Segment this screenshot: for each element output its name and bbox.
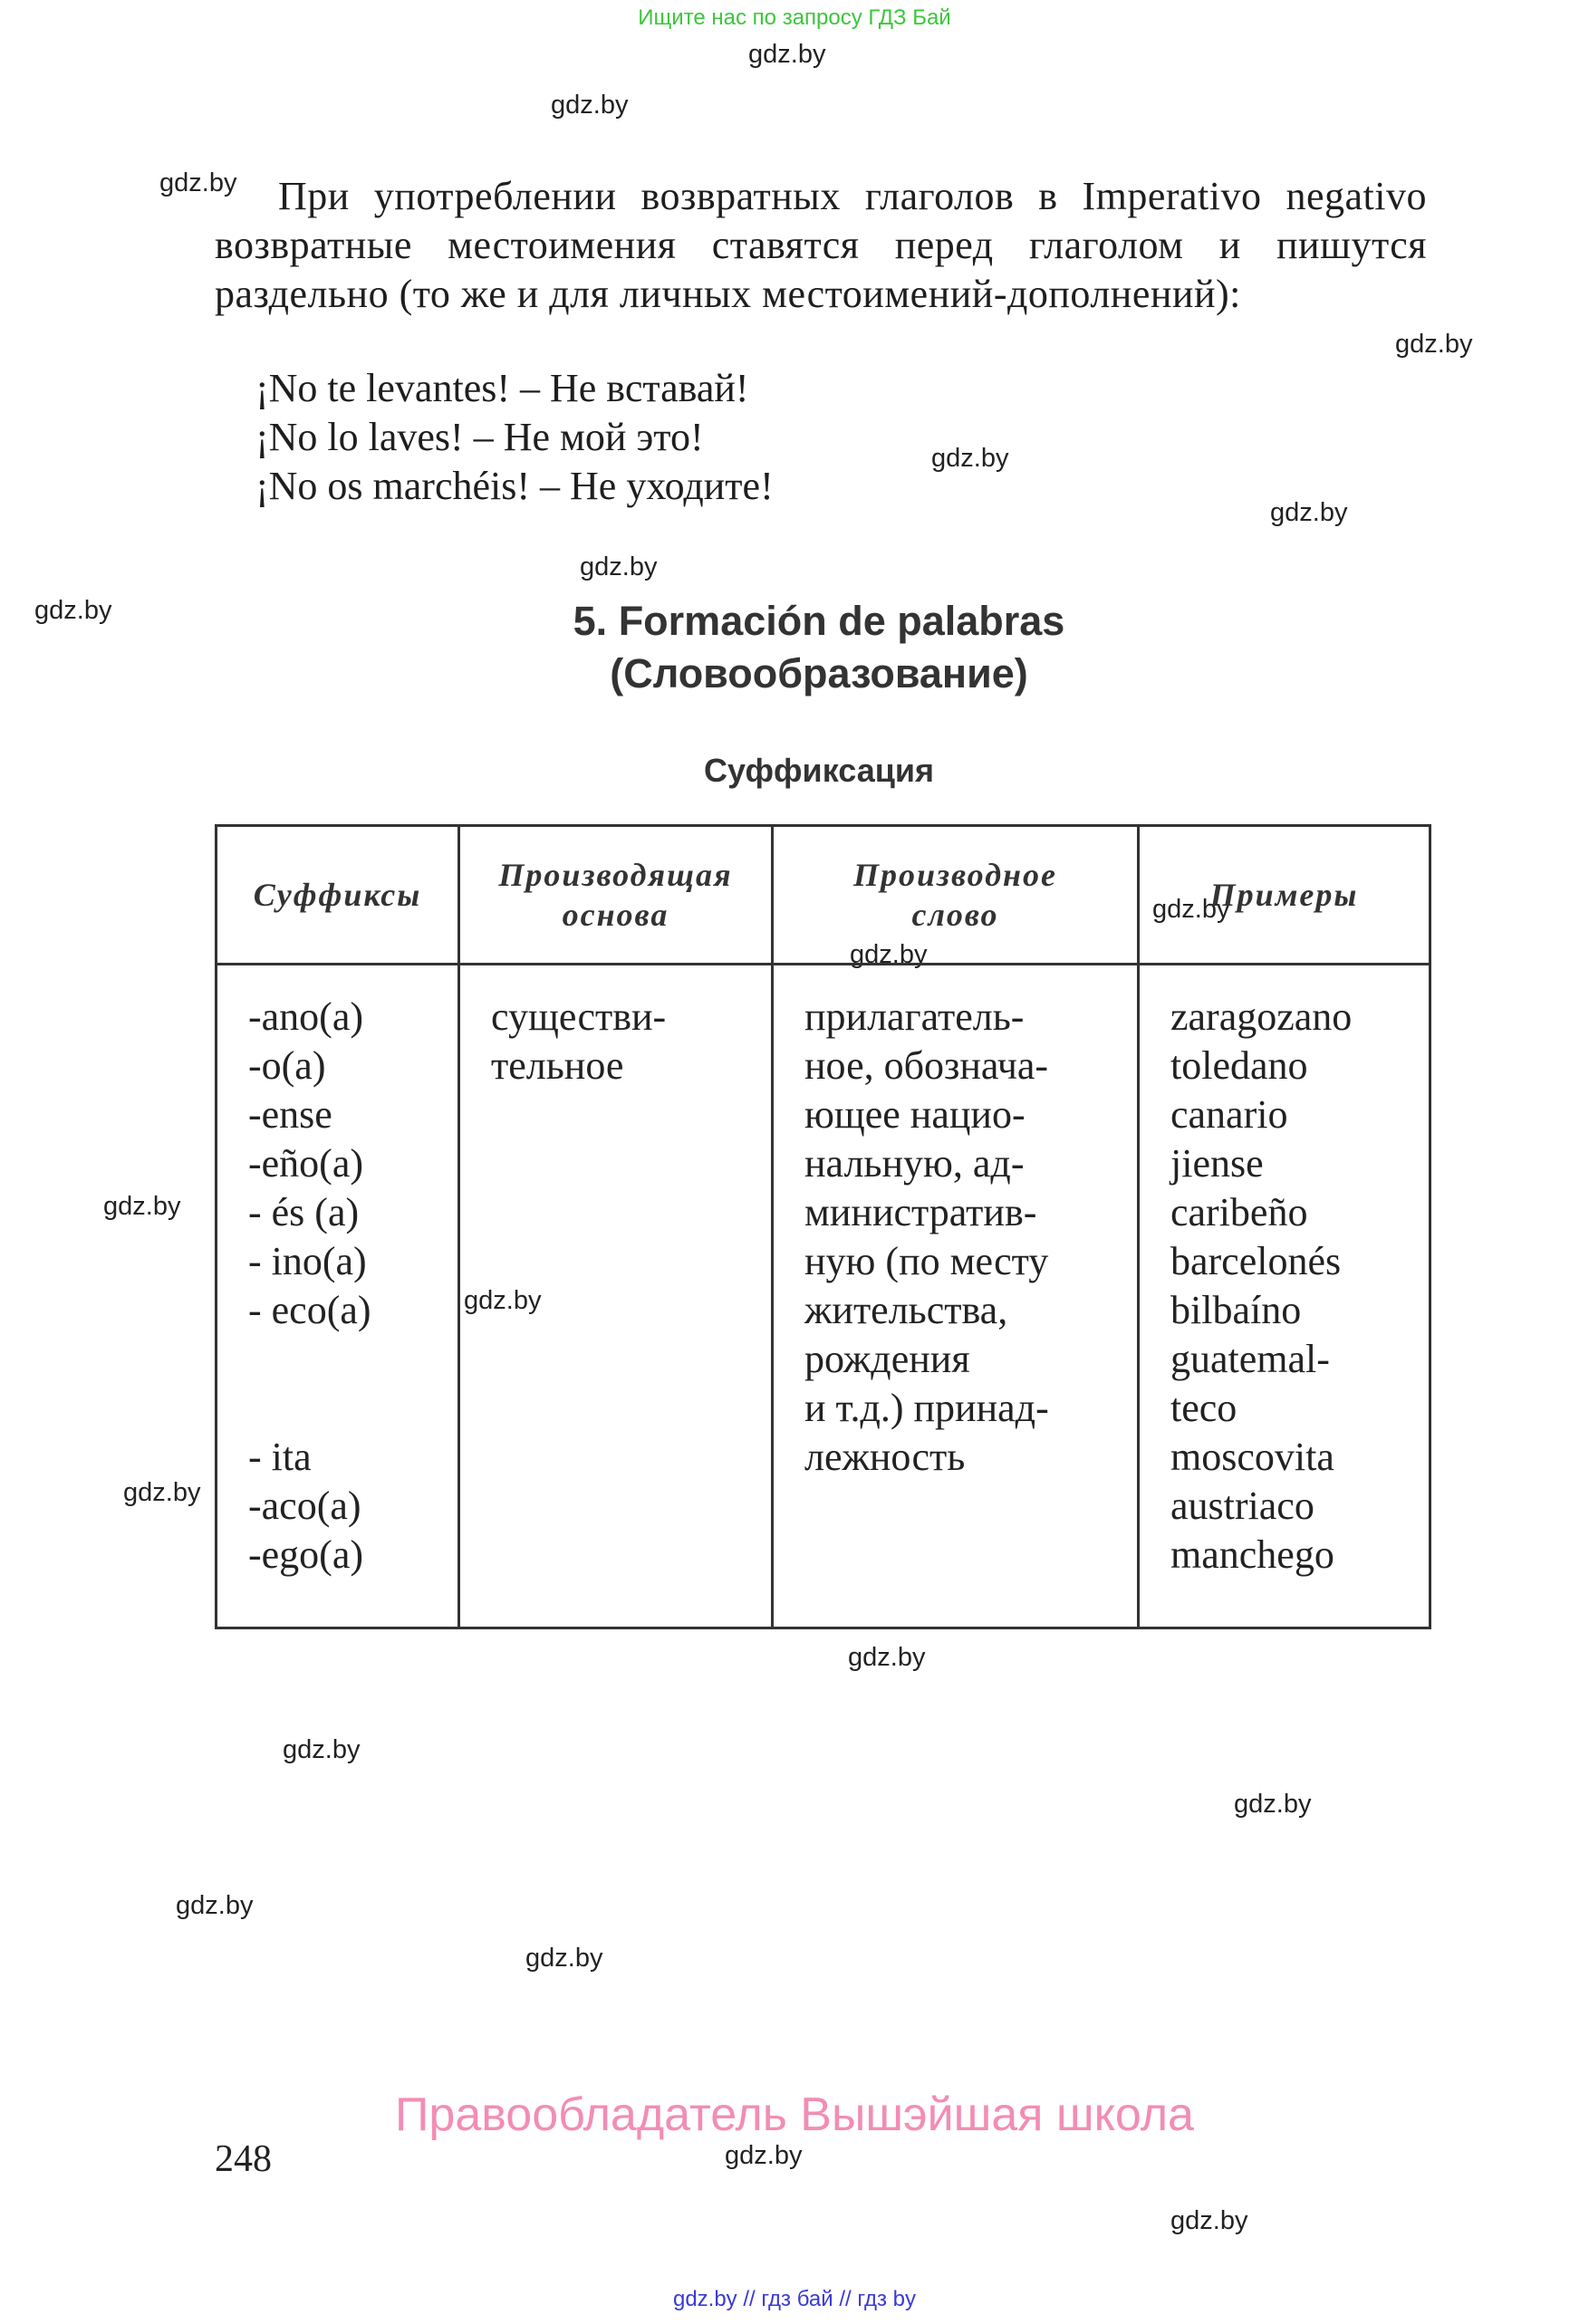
example-word: bilbaíno bbox=[1170, 1288, 1302, 1332]
watermark: gdz.by bbox=[551, 91, 629, 120]
header-line: Производящая bbox=[498, 857, 733, 893]
example-line: ¡No lo laves! – Не мой это! bbox=[255, 415, 704, 459]
example-word: jiense bbox=[1170, 1141, 1264, 1186]
suffix: - és (a) bbox=[248, 1190, 360, 1234]
example-word: caribeño bbox=[1170, 1190, 1308, 1234]
table-header-row: Суффиксы Производящая основа Производное… bbox=[215, 824, 1431, 965]
copyright-notice: Правообладатель Вышэйшая школа bbox=[395, 2089, 1194, 2141]
example-word: canario bbox=[1170, 1092, 1288, 1137]
base-text: существи- bbox=[491, 994, 667, 1039]
example-line: ¡No te levantes! – Не вставай! bbox=[255, 366, 749, 410]
suffix: -ego(a) bbox=[248, 1532, 364, 1577]
example-word: toledano bbox=[1170, 1043, 1308, 1088]
watermark: gdz.by bbox=[1395, 330, 1473, 359]
header-derived: Производное слово bbox=[771, 824, 1140, 965]
example-word: guatemal- bbox=[1170, 1337, 1330, 1381]
suffix: -ano(a) bbox=[248, 994, 364, 1039]
derived-text: ющее нацио- bbox=[804, 1092, 1026, 1137]
example-word: barcelonés bbox=[1170, 1239, 1342, 1283]
watermark: gdz.by bbox=[1270, 498, 1348, 527]
suffix: - ino(a) bbox=[248, 1239, 367, 1283]
derived-text: и т.д.) принад- bbox=[804, 1386, 1049, 1430]
watermark: gdz.by bbox=[1170, 2206, 1248, 2235]
example-word: manchego bbox=[1170, 1532, 1334, 1577]
base-cell: существи- тельное bbox=[457, 963, 774, 1629]
rule-paragraph: При употреблении возвратных глаголов в I… bbox=[215, 174, 1427, 316]
example-word: austriaco bbox=[1170, 1484, 1315, 1528]
top-banner[interactable]: Ищите нас по запросу ГДЗ Бай bbox=[638, 5, 951, 30]
suffix: -aco(a) bbox=[248, 1484, 361, 1528]
watermark: gdz.by bbox=[123, 1478, 201, 1507]
bottom-links[interactable]: gdz.by // гдз бай // гдз by bbox=[672, 2287, 917, 2311]
page-number: 248 bbox=[215, 2138, 272, 2180]
watermark: gdz.by bbox=[1234, 1790, 1312, 1819]
suffix: -o(a) bbox=[248, 1043, 326, 1088]
suffixes-cell: -ano(a) -o(a) -ense -eño(a) - és (a) - i… bbox=[215, 963, 460, 1629]
watermark: gdz.by bbox=[725, 2141, 803, 2170]
watermark: gdz.by bbox=[103, 1192, 181, 1221]
header-line: Производное bbox=[852, 857, 1058, 893]
table-row: -ano(a) -o(a) -ense -eño(a) - és (a) - i… bbox=[215, 963, 1431, 1629]
header-suffixes: Суффиксы bbox=[215, 824, 460, 965]
derived-text: ное, обознача- bbox=[804, 1043, 1049, 1088]
base-text: тельное bbox=[491, 1043, 624, 1088]
watermark: gdz.by bbox=[159, 168, 237, 197]
section-title-translation: (Словообразование) bbox=[610, 650, 1028, 696]
spacer bbox=[248, 1335, 457, 1433]
suffix: - eco(a) bbox=[248, 1288, 371, 1332]
watermark: gdz.by bbox=[931, 444, 1009, 473]
derived-text: жительства, bbox=[804, 1288, 1008, 1332]
section-title: 5. Formación de palabras bbox=[573, 598, 1065, 644]
derived-text: рождения bbox=[804, 1337, 970, 1381]
watermark: gdz.by bbox=[525, 1944, 603, 1973]
example-word: teco bbox=[1170, 1386, 1237, 1430]
header-line: Примеры bbox=[1209, 877, 1359, 913]
watermark: gdz.by bbox=[848, 1643, 926, 1672]
header-line: основа bbox=[562, 897, 669, 933]
header-line: слово bbox=[911, 897, 999, 933]
suffix: -ense bbox=[248, 1092, 332, 1137]
derived-text: нальную, ад- bbox=[804, 1141, 1025, 1186]
derived-text: ную (по месту bbox=[804, 1239, 1049, 1283]
suffix: -eño(a) bbox=[248, 1141, 364, 1186]
suffix-table: Суффиксы Производящая основа Производное… bbox=[215, 824, 1431, 1629]
watermark: gdz.by bbox=[176, 1891, 254, 1920]
header-line: Суффиксы bbox=[253, 877, 422, 913]
derived-text: министратив- bbox=[804, 1190, 1037, 1234]
watermark: gdz.by bbox=[283, 1735, 361, 1764]
derived-cell: прилагатель- ное, обознача- ющее нацио- … bbox=[771, 963, 1140, 1629]
example-word: moscovita bbox=[1170, 1435, 1334, 1479]
example-word: zaragozano bbox=[1170, 994, 1353, 1039]
suffix: - ita bbox=[248, 1435, 312, 1479]
example-line: ¡No os marchéis! – Не уходите! bbox=[255, 464, 774, 508]
header-examples: Примеры bbox=[1137, 824, 1431, 965]
derived-text: лежность bbox=[804, 1435, 966, 1479]
header-base: Производящая основа bbox=[457, 824, 774, 965]
watermark: gdz.by bbox=[580, 552, 658, 581]
watermark: gdz.by bbox=[748, 40, 826, 69]
examples-cell: zaragozano toledano canario jiense carib… bbox=[1137, 963, 1431, 1629]
section-subtitle: Суффиксация bbox=[704, 752, 934, 789]
derived-text: прилагатель- bbox=[804, 994, 1025, 1039]
watermark: gdz.by bbox=[34, 596, 112, 625]
